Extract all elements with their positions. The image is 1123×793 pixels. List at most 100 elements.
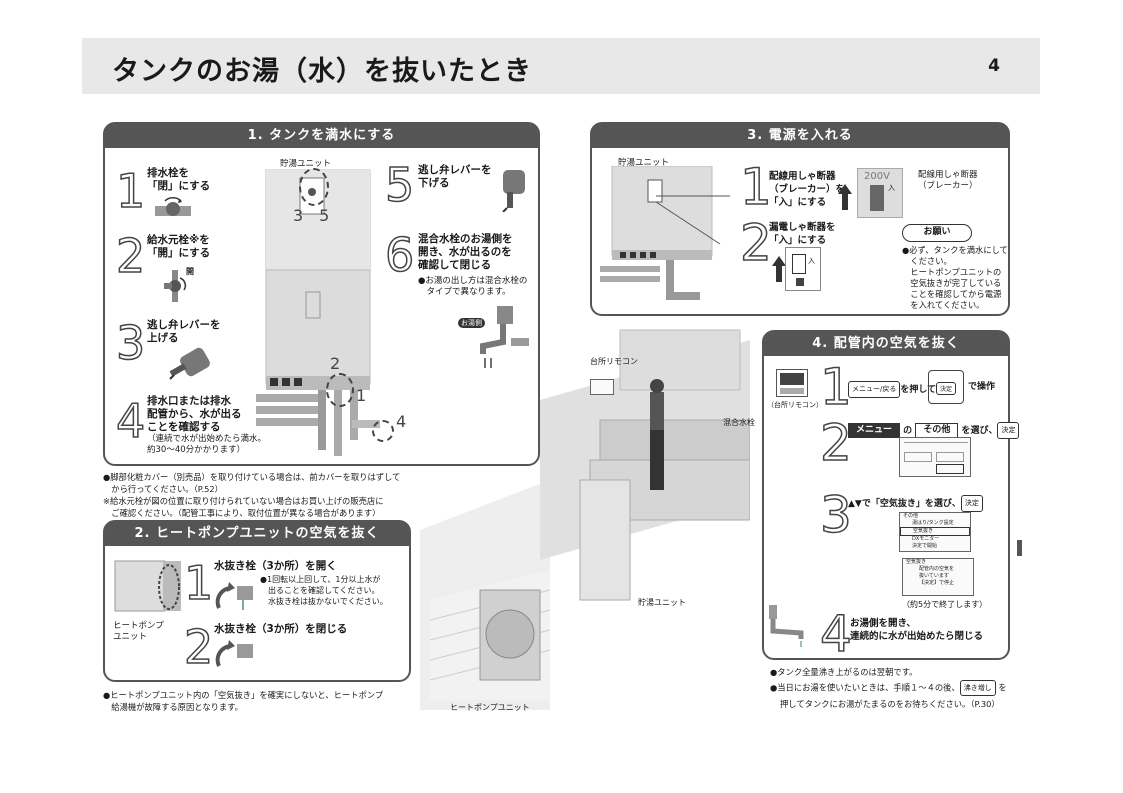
- heatpump-label: ヒートポンプ ユニット: [113, 621, 164, 642]
- page-number: 4: [988, 56, 1000, 76]
- step-number: 2: [819, 414, 852, 472]
- section2-note: ●ヒートポンプユニット内の「空気抜き」を確実にしないと、ヒートポンプ 給湯機が故…: [103, 690, 384, 712]
- step2-no: の: [903, 426, 913, 436]
- faucet-illustration: [769, 605, 804, 647]
- leak-breaker-on: 入: [808, 257, 815, 265]
- step-text: 給水元栓※を 「開」にする: [147, 234, 211, 259]
- tank-unit-label: 貯湯ユニット: [638, 598, 686, 607]
- section4-note: 押してタンクにお湯がたまるのをお待ちください。（P.30）: [780, 699, 1000, 709]
- step-number: 2: [115, 229, 146, 283]
- settings-screen: その他 湯はり/タンク設定 空気抜き DXモニター 決定で開始: [899, 512, 971, 552]
- heatpump-unit-illustration: [114, 560, 181, 612]
- mixing-faucet-label: 混合水栓: [723, 418, 755, 427]
- step-number: 2: [739, 214, 772, 272]
- enter-button[interactable]: 決定: [936, 382, 957, 395]
- step-subtext: ●1回転以上回して、1分以上水が 出ることを確認してください。 水抜き栓は抜かな…: [260, 575, 388, 606]
- remote-label: （台所リモコン）: [767, 401, 823, 409]
- step-text: 配線用しゃ断器 （ブレーカー）を 「入」にする: [769, 171, 846, 208]
- dpad-illustration: 決定: [928, 370, 964, 404]
- step-text: 混合水栓のお湯側を 開き、水が出るのを 確認して閉じる: [418, 233, 513, 271]
- other-pill: その他: [915, 423, 959, 438]
- section1-note: ※給水元栓が図の位置に取り付けられていない場合はお買い上げの販売店に: [103, 496, 384, 506]
- section-title: 4. 配管内の空気を抜く: [764, 332, 1008, 356]
- duration-note: （約5分で終了します）: [902, 600, 988, 609]
- reheat-button[interactable]: 沸き増し: [959, 680, 996, 696]
- step-number: 4: [819, 605, 852, 663]
- notice-text: ●必ず、タンクを満水にして ください。 ヒートポンプユニットの 空気抜きが完了し…: [902, 245, 1008, 310]
- callout-ring: [326, 373, 354, 407]
- step1-post: で操作: [968, 382, 996, 392]
- tank-unit-label: 貯湯ユニット: [618, 158, 670, 168]
- screen-line: DXモニター: [912, 536, 940, 542]
- step-number: 3: [115, 316, 146, 370]
- tank-unit-small-illustration: [600, 166, 730, 300]
- breaker-label: 配線用しゃ断器 （ブレーカー）: [918, 170, 978, 191]
- enter-button[interactable]: 決定: [997, 422, 1020, 439]
- kitchen-remote-label: 台所リモコン: [590, 357, 638, 366]
- step-number: 1: [183, 556, 214, 610]
- section-title: 1. タンクを満水にする: [105, 124, 538, 148]
- tank-unit-label: 貯湯ユニット: [280, 159, 332, 169]
- callout-4: 4: [396, 412, 407, 431]
- section1-note: ●脚部化粧カバー（別売品）を取り付けている場合は、前カバーを取りはずして: [103, 472, 401, 482]
- step1-text: メニュー/戻るを押して: [848, 381, 936, 398]
- heatpump-unit-label: ヒートポンプユニット: [450, 703, 530, 712]
- step-text: 排水栓を 「閉」にする: [147, 167, 211, 192]
- step-text: 逃し弁レバーを 下げる: [418, 164, 492, 189]
- screen-line: 空気抜き: [900, 527, 970, 536]
- section4-note: ●タンク全量沸き上がるのは翌朝です。: [770, 667, 918, 677]
- drain-plug-open-illustration: [215, 582, 253, 610]
- step1-pre: を押して: [900, 385, 937, 395]
- mixing-faucet-illustration: [480, 306, 529, 368]
- callout-ring: [372, 420, 394, 442]
- section1-note: ご確認ください。（配管工事により、取付位置が異なる場合があります）: [103, 508, 381, 518]
- step-text: 水抜き栓（3か所）を開く: [214, 560, 337, 572]
- screen-line: 空気抜き: [906, 559, 927, 565]
- leak-breaker-illustration: 入: [785, 247, 821, 291]
- section4-note-text: ●当日にお湯を使いたいときは、手順１～４の後、: [770, 682, 960, 693]
- step3-instruction: ▲▼で「空気抜き」を選び、: [848, 499, 961, 509]
- remote-control-illustration: [776, 369, 808, 397]
- drain-valve-illustration: [155, 197, 191, 216]
- notice-title: お願い: [902, 224, 972, 242]
- up-arrow-icon: [838, 184, 852, 210]
- tank-unit-illustration: [256, 169, 380, 456]
- step-number: 5: [384, 158, 415, 212]
- step-number: 3: [819, 486, 852, 544]
- step-text: 漏電しゃ断器を 「入」にする: [769, 222, 836, 246]
- section-title: 3. 電源を入れる: [592, 124, 1008, 148]
- step-text: 逃し弁レバーを 上げる: [147, 319, 221, 344]
- menu-back-button[interactable]: メニュー/戻る: [848, 381, 901, 398]
- screen-line: その他: [903, 513, 919, 519]
- breaker-illustration: 200V 入: [857, 168, 903, 218]
- water-supply-valve-illustration: [164, 270, 187, 302]
- open-tag: 開: [186, 267, 194, 276]
- step-number: 1: [819, 358, 852, 416]
- enter-button[interactable]: 決定: [960, 495, 983, 512]
- step-number: 2: [183, 620, 214, 674]
- relief-valve-lever-down-illustration: [502, 170, 525, 212]
- step-number: 1: [115, 164, 146, 218]
- step-subtext: （連続で水が出始めたら満水。 約30～40分かかります）: [147, 434, 267, 455]
- relief-valve-lever-up-illustration: [169, 347, 210, 380]
- section1-note: から行ってください。（P.52）: [103, 484, 223, 494]
- screen-line: 決定で開始: [912, 543, 938, 549]
- section4-note: ●当日にお湯を使いたいときは、手順１～４の後、沸き増し を: [770, 680, 1007, 696]
- drain-plug-close-illustration: [215, 640, 253, 667]
- screen-line: 配管内の空気を: [919, 566, 955, 572]
- page-title: タンクのお湯（水）を抜いたとき: [112, 56, 532, 87]
- house-illustration: [420, 329, 750, 710]
- hot-side-tag: お湯側: [458, 318, 485, 328]
- section4-note-wo: を: [998, 682, 1007, 693]
- menu-screen-illustration: [899, 437, 971, 477]
- step2-post: を選び、: [961, 426, 998, 436]
- breaker-on: 入: [888, 184, 895, 192]
- screen-line: 抜いています: [919, 573, 949, 579]
- step-text: 排水口または排水 配管から、水が出る ことを確認する: [147, 395, 242, 433]
- step-number: 6: [384, 228, 415, 282]
- screen-line: 【決定】で停止: [919, 580, 955, 586]
- step-subtext: ●お湯の出し方は混合水栓の タイプで異なります。: [418, 276, 528, 297]
- section-title: 2. ヒートポンプユニットの空気を抜く: [105, 522, 409, 546]
- air-purge-screen: 空気抜き 配管内の空気を 抜いています 【決定】で停止: [902, 558, 974, 596]
- step2-text: メニュー の その他 を選び、決定: [848, 422, 1020, 439]
